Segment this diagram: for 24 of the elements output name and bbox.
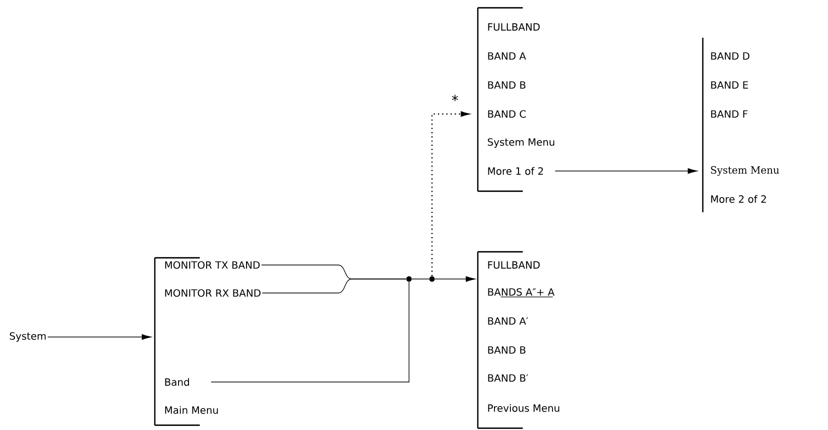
menu-item: BAND C <box>488 110 526 118</box>
edge-label: * <box>452 94 458 102</box>
menu-item: System Menu <box>711 166 780 176</box>
connector-arrow <box>554 168 698 174</box>
menu-item: BANDS A″+ A <box>488 288 554 298</box>
menu-item: BAND A <box>488 52 526 60</box>
menu-item: MONITOR RX BAND <box>165 289 261 297</box>
menu-item: Main Menu <box>165 406 218 414</box>
menu-item: BAND D <box>711 52 750 60</box>
key-label: System <box>10 332 46 342</box>
menu-item: System Menu <box>488 138 554 148</box>
connector-arrow <box>434 276 476 282</box>
menu-item: BAND F <box>711 110 748 118</box>
menu-item: BAND A′ <box>488 317 528 325</box>
menu-item: FULLBAND <box>488 261 540 269</box>
menu-item: More 2 of 2 <box>711 195 766 203</box>
menu-item: FULLBAND <box>488 23 540 31</box>
menu-item: BAND E <box>711 81 748 89</box>
menu-item: BAND B′ <box>488 374 528 382</box>
connector-arrow <box>431 111 470 276</box>
connector-arrow <box>47 334 152 340</box>
menu-item: More 1 of 2 <box>488 167 543 175</box>
menu-item: Previous Menu <box>488 404 560 412</box>
menu-item: MONITOR TX BAND <box>165 261 260 269</box>
